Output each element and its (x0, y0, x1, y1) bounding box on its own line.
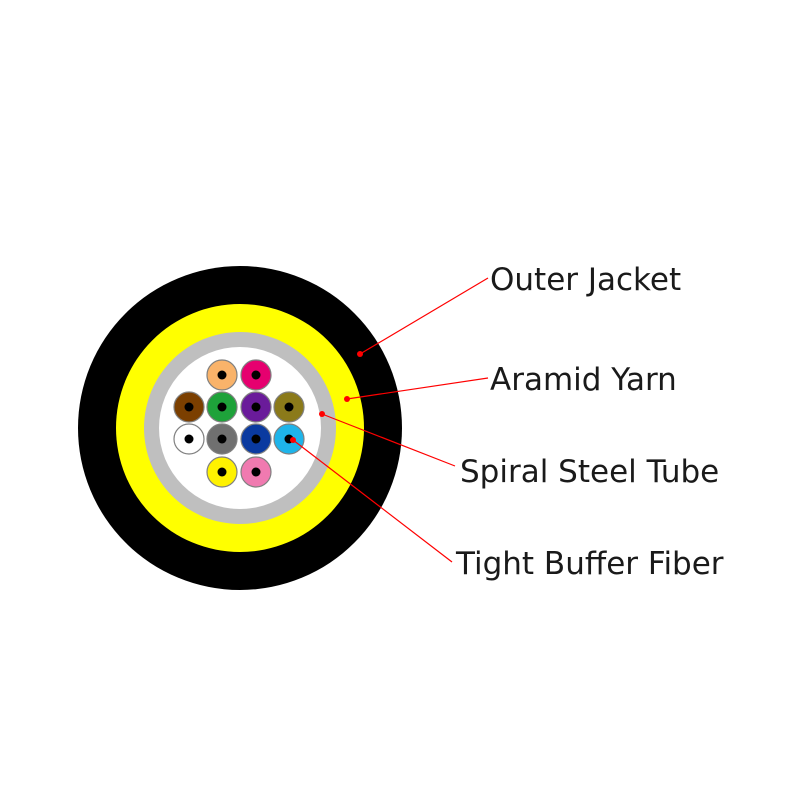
aramid-yarn-label: Aramid Yarn (490, 362, 677, 398)
outer-jacket-label: Outer Jacket (490, 262, 681, 298)
leader-lines (290, 277, 489, 563)
fiber-gray (206, 423, 238, 455)
tight-buffer-fiber-dot (290, 437, 296, 443)
core-background (159, 347, 321, 509)
fiber-pink (240, 456, 272, 488)
fiber-yellow (206, 456, 238, 488)
tight-buffer-fiber-leader (292, 439, 453, 563)
fiber-blue-core (251, 434, 261, 444)
fiber-yellow-core (217, 467, 227, 477)
fiber-gray-core (217, 434, 227, 444)
fiber-rose-core (251, 370, 261, 380)
fiber-olive (273, 391, 305, 423)
spiral-steel-tube-leader (321, 413, 456, 467)
fiber-green-core (217, 402, 227, 412)
tight-buffer-fibers (173, 359, 305, 488)
fiber-blue (240, 423, 272, 455)
spiral-steel-tube-label: Spiral Steel Tube (460, 454, 719, 490)
fiber-brown (173, 391, 205, 423)
fiber-green (206, 391, 238, 423)
fiber-aqua (273, 423, 305, 455)
fiber-brown-core (184, 402, 194, 412)
fiber-olive-core (284, 402, 294, 412)
fiber-rose (240, 359, 272, 391)
fiber-pink-core (251, 467, 261, 477)
aramid-yarn-dot (344, 396, 350, 402)
fiber-white (173, 423, 205, 455)
outer-jacket-leader (359, 277, 489, 355)
tight-buffer-fiber-label: Tight Buffer Fiber (455, 546, 724, 582)
spiral-steel-tube-dot (319, 411, 325, 417)
fiber-white-core (184, 434, 194, 444)
fiber-orange-core (217, 370, 227, 380)
fiber-violet-core (251, 402, 261, 412)
fiber-orange (206, 359, 238, 391)
fiber-violet (240, 391, 272, 423)
outer-jacket-dot (357, 351, 363, 357)
aramid-yarn-leader (346, 377, 489, 400)
